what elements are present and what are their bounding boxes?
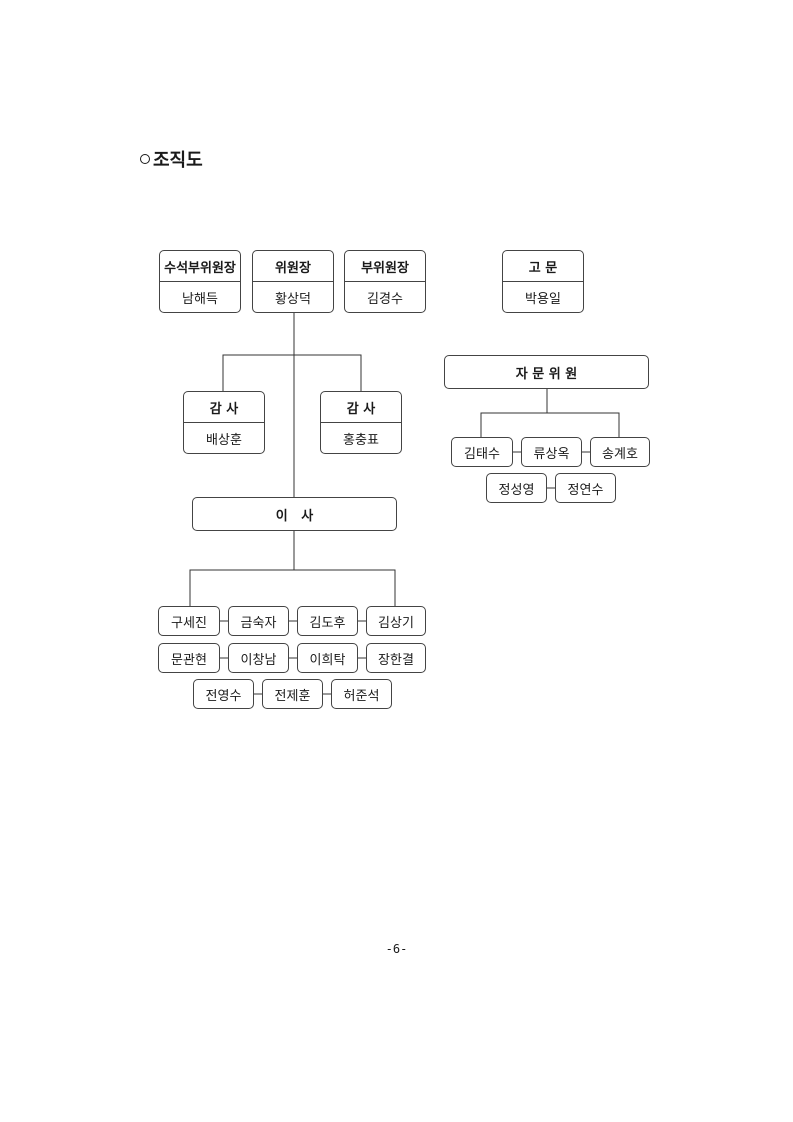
name-label: 배상훈 (206, 432, 242, 448)
director-box: 문관현 (158, 643, 220, 673)
title-label: 부위원장 (345, 251, 425, 282)
director-box: 이희탁 (297, 643, 358, 673)
name-label: 남해득 (182, 291, 218, 307)
name-label: 홍충표 (343, 432, 379, 448)
director-box: 금숙자 (228, 606, 289, 636)
page-number: -6- (385, 942, 408, 956)
name-label: 황상덕 (275, 291, 311, 307)
title-label: 감 사 (321, 392, 401, 423)
advisory-member-box: 김태수 (451, 437, 513, 467)
name-label: 박용일 (525, 291, 561, 307)
advisory-member-box: 송계호 (590, 437, 650, 467)
advisory-member-box: 정성영 (486, 473, 547, 503)
advisory-member-box: 류상옥 (521, 437, 582, 467)
advisor-box: 고 문 박용일 (502, 250, 584, 313)
director-box: 이창남 (228, 643, 289, 673)
title-label: 고 문 (503, 251, 583, 282)
director-box: 전영수 (193, 679, 254, 709)
director-box: 장한결 (366, 643, 426, 673)
director-box: 김상기 (366, 606, 426, 636)
director-box: 전제훈 (262, 679, 323, 709)
director-box: 구세진 (158, 606, 220, 636)
auditor-box: 감 사 홍충표 (320, 391, 402, 454)
auditor-box: 감 사 배상훈 (183, 391, 265, 454)
title-label: 수석부위원장 (160, 251, 240, 282)
auditor-branch (222, 354, 362, 391)
vice-chair-box: 부위원장 김경수 (344, 250, 426, 313)
page-heading: 조직도 (140, 146, 203, 172)
circle-bullet-icon (140, 154, 150, 164)
heading-text: 조직도 (153, 150, 203, 171)
title-label: 감 사 (184, 392, 264, 423)
chair-box: 위원장 황상덕 (252, 250, 334, 313)
advisory-branch (480, 412, 620, 437)
title-label: 위원장 (253, 251, 333, 282)
advisory-member-box: 정연수 (555, 473, 616, 503)
directors-title-box: 이 사 (192, 497, 397, 531)
director-box: 김도후 (297, 606, 358, 636)
senior-vice-chair-box: 수석부위원장 남해득 (159, 250, 241, 313)
directors-branch (189, 569, 396, 606)
director-box: 허준석 (331, 679, 392, 709)
advisory-committee-title-box: 자 문 위 원 (444, 355, 649, 389)
name-label: 김경수 (367, 291, 403, 307)
